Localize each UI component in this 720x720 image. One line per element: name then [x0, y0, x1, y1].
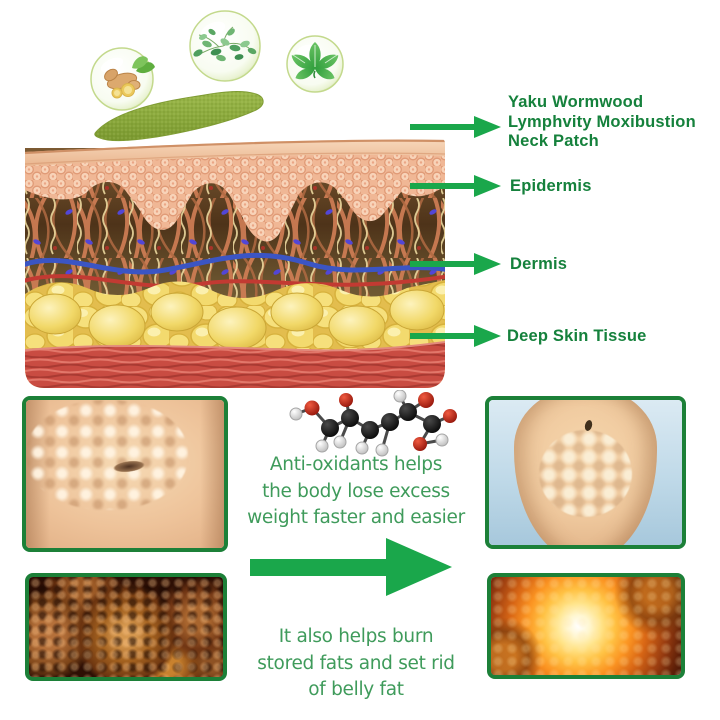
vein-illustration	[25, 252, 445, 275]
dermis-label: Dermis	[510, 255, 568, 273]
mint-bubble-icon	[286, 35, 344, 93]
epidermis-arrow-icon	[410, 175, 502, 197]
muscle-layer	[25, 342, 445, 388]
fat-cells-micro-photo	[25, 573, 227, 681]
ginger-bubble-icon	[90, 47, 155, 111]
wormwood-bubble-icon	[189, 10, 261, 82]
ingredients-and-patch-illustration	[90, 10, 344, 142]
fat-burn-benefit-text: It also helps burn stored fats and set r…	[257, 626, 455, 700]
deep-tissue-label: Deep Skin Tissue	[507, 327, 647, 345]
fat-deposits-torso-photo	[485, 396, 686, 549]
burning-fat-cell-photo	[487, 573, 685, 679]
antioxidant-molecule-icon	[289, 390, 457, 457]
deep-tissue-arrow-icon	[410, 325, 502, 347]
antioxidant-benefit-text: Anti-oxidants helps the body lose excess…	[247, 454, 465, 528]
epidermis-layer	[25, 154, 445, 242]
moxibustion-patch	[94, 91, 264, 142]
epidermis-label: Epidermis	[510, 177, 592, 195]
patch-label: Yaku Wormwood Lymphvity Moxibustion Neck…	[508, 93, 696, 150]
skin-cross-section-illustration	[25, 139, 445, 388]
cellulite-belly-photo	[22, 396, 228, 552]
artery-illustration	[25, 274, 445, 289]
dermis-arrow-icon	[410, 253, 502, 275]
big-right-arrow-icon	[250, 538, 452, 596]
patch-arrow-icon	[410, 116, 502, 138]
